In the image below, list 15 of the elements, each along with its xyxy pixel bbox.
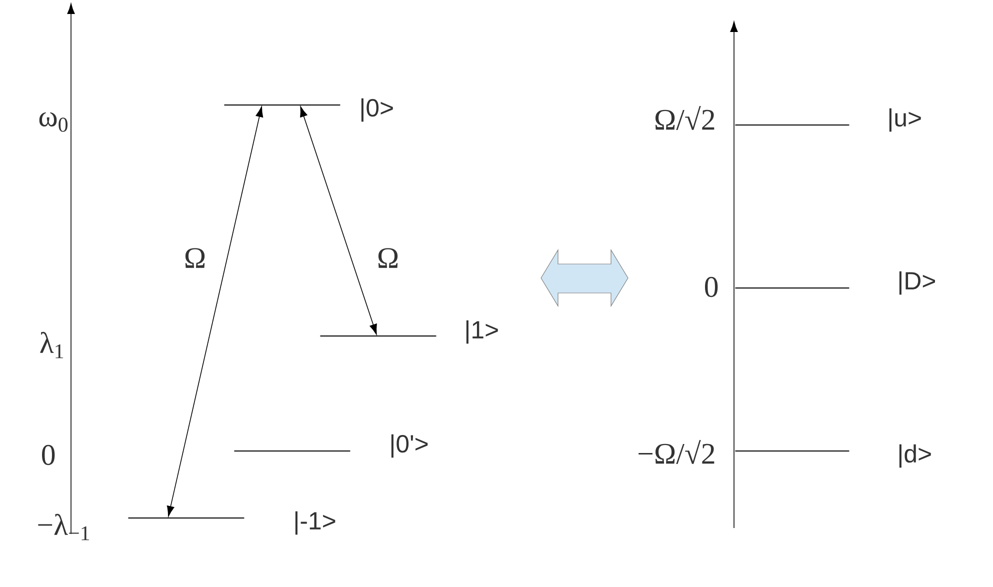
state-label: |0>: [361, 98, 393, 122]
state-label: |1>: [466, 320, 498, 344]
state-label: |d>: [899, 444, 931, 468]
state-label: |u>: [889, 108, 921, 132]
axis-value: ω$_{0}$: [39, 112, 68, 132]
edge-label: Ω: [185, 248, 205, 268]
axis-value: 0: [705, 276, 718, 298]
edge-label: Ω: [378, 248, 398, 268]
arrow: [300, 106, 377, 335]
axis-value: 0: [42, 444, 55, 466]
state-label: |0'>: [391, 434, 428, 458]
state-label: |-1>: [295, 511, 336, 535]
axis-value: λ$_{1}$: [40, 332, 64, 358]
state-label: |D>: [899, 271, 935, 295]
arrow: [166, 106, 264, 517]
